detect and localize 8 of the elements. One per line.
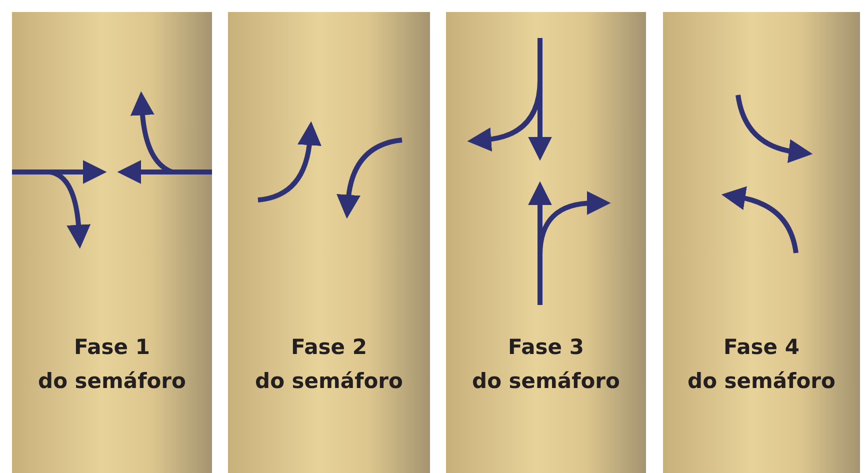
phase-caption: Fase 2 do semáforo xyxy=(255,334,403,395)
phase-panel xyxy=(12,12,212,473)
phase-panel xyxy=(663,12,860,473)
phase-panel xyxy=(228,12,430,473)
phase-caption: Fase 3 do semáforo xyxy=(472,334,620,395)
phase-panel xyxy=(446,12,646,473)
phase-caption: Fase 1 do semáforo xyxy=(38,334,186,395)
phase-caption: Fase 4 do semáforo xyxy=(688,334,836,395)
